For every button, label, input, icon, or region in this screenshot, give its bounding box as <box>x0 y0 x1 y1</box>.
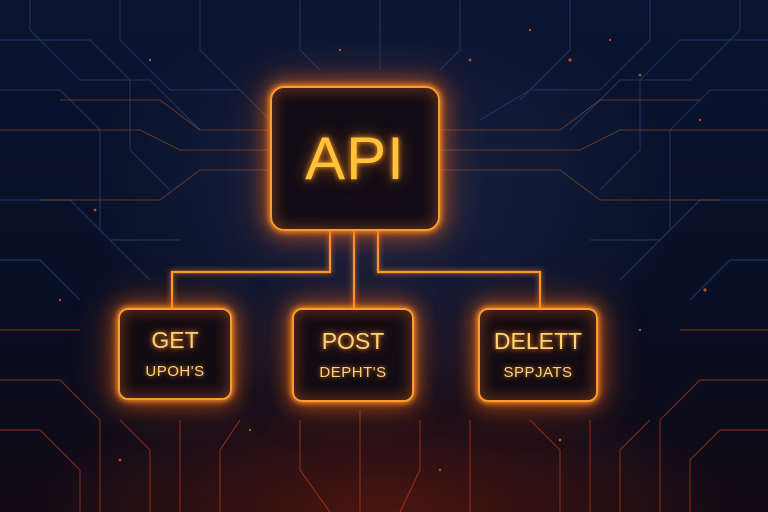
delete-node: DELETT SPPJATS <box>478 308 598 402</box>
post-node: POST DEPHT'S <box>292 308 414 402</box>
get-sub-label: UPOH'S <box>145 363 205 381</box>
post-sub-label: DEPHT'S <box>319 364 387 382</box>
delete-sub-label: SPPJATS <box>503 364 573 382</box>
get-method-label: GET <box>151 326 199 353</box>
api-label: API <box>305 125 405 192</box>
connector-get <box>170 230 332 310</box>
api-node: API <box>270 86 440 231</box>
delete-method-label: DELETT <box>493 327 583 354</box>
get-node: GET UPOH'S <box>118 308 232 400</box>
post-method-label: POST <box>321 327 385 354</box>
connector-delete <box>376 230 542 310</box>
